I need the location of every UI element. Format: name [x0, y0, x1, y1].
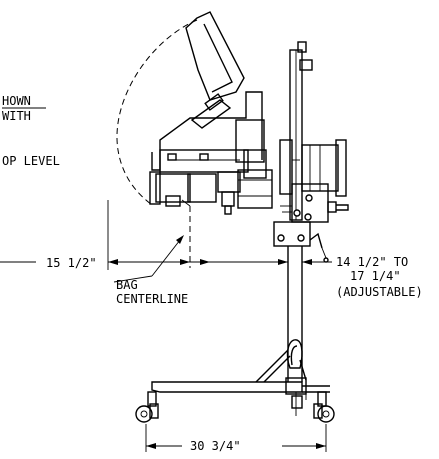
mount-bracket: [273, 221, 329, 263]
stand-base: [151, 349, 330, 400]
bag-centerline-label-1: BAG: [116, 278, 138, 292]
note-shown: HOWN: [2, 94, 31, 108]
dimension-base-label: 30 3/4": [190, 439, 241, 453]
note-top-level: OP LEVEL: [2, 154, 60, 168]
bagger-body: [149, 91, 273, 215]
swing-arc: [116, 19, 198, 206]
mast-column: [279, 41, 313, 221]
dimension-base: [145, 424, 327, 452]
dimension-right-label-1: 14 1/2" TO: [336, 255, 408, 269]
note-with: WITH: [2, 109, 31, 123]
hopper-lid: [185, 11, 245, 129]
caster-right: [313, 391, 335, 423]
dimension-right-label-2: 17 1/4": [350, 269, 401, 283]
dimension-right: [190, 259, 332, 265]
dimension-left: [0, 200, 190, 270]
motor-cylinder: [301, 139, 347, 197]
stand-post: [286, 246, 307, 416]
bag-centerline-label-2: CENTERLINE: [116, 292, 188, 306]
dimension-left-label: 15 1/2": [46, 256, 97, 270]
caster-left: [135, 391, 159, 423]
bag-centerline-leader: [113, 235, 184, 283]
dimension-right-label-3: (ADJUSTABLE): [336, 285, 423, 299]
